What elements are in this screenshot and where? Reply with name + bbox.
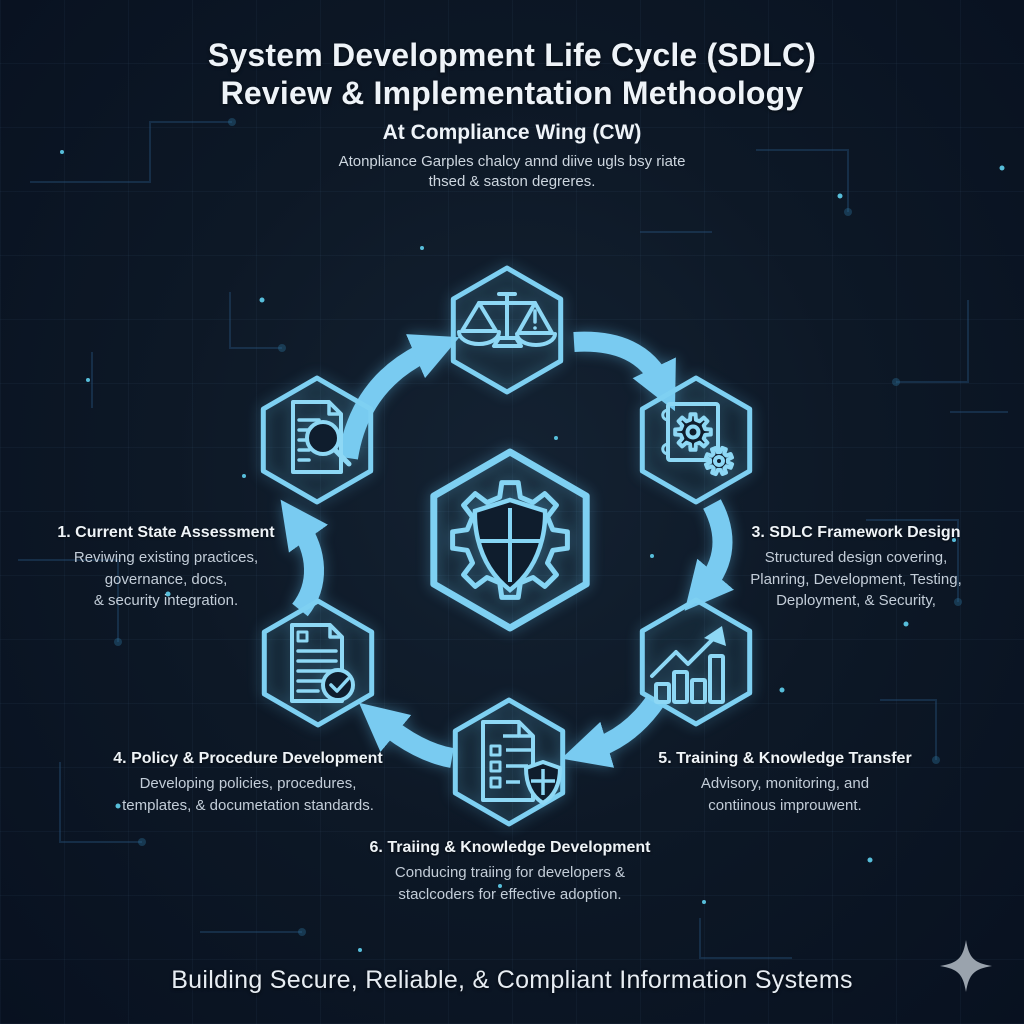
- page-subtitle: At Compliance Wing (CW): [382, 121, 642, 144]
- arrow-topright-to-right: [684, 499, 734, 611]
- step-body-line: Conducing traiing for developers &: [394, 864, 626, 881]
- step-body-line: Structured design covering,: [764, 549, 948, 566]
- blueprint-gears-icon: [661, 402, 735, 477]
- glow-dots: [60, 150, 1005, 952]
- step-body: Advisory, monitoring, and contiinous imp…: [642, 773, 928, 816]
- step-body-line: & security integration.: [93, 592, 239, 609]
- step-body-line: governance, docs,: [104, 570, 228, 588]
- step-body-line: Developing policies, procedures,: [139, 775, 357, 792]
- step-body: Structured design covering, Planring, De…: [722, 547, 990, 612]
- step-body-line: contiinous improuwent.: [708, 796, 862, 814]
- footer-tagline: Building Secure, Reliable, & Compliant I…: [171, 966, 853, 994]
- step-body: Conducing traiing for developers & stacl…: [352, 862, 668, 905]
- gear-shield-icon: [450, 480, 570, 600]
- scales-warning-icon: [457, 292, 557, 348]
- circuit-traces: [18, 121, 1008, 959]
- step-body: Developing policies, procedures, templat…: [100, 773, 396, 816]
- step-training-knowledge-development: 6. Traiing & Knowledge Development Condu…: [352, 839, 668, 905]
- step-title: 1. Current State Assessment: [57, 524, 275, 541]
- step-body-line: templates, & documetation standards.: [122, 796, 374, 814]
- step-body-line: staclcoders for effective adoption.: [398, 885, 622, 903]
- step-body-line: Reviwing existing practices,: [73, 549, 259, 566]
- checklist-shield-icon: [481, 720, 562, 805]
- header-tagline-line1: Atonpliance Garples chalcy annd diive ug…: [338, 153, 686, 170]
- cycle-arrows: [280, 331, 734, 768]
- step-title: 3. SDLC Framework Design: [751, 524, 961, 541]
- step-body-line: Advisory, monitoring, and: [700, 775, 870, 792]
- step-body-line: Planring, Development, Testing,: [750, 570, 962, 588]
- document-search-icon: [291, 400, 352, 474]
- step-policy-procedure-development: 4. Policy & Procedure Development Develo…: [100, 750, 396, 816]
- step-sdlc-framework-design: 3. SDLC Framework Design Structured desi…: [722, 524, 990, 612]
- header-tagline-line2: thsed & saston degreres.: [428, 173, 596, 190]
- step-body: Reviwing existing practices, governance,…: [38, 547, 294, 612]
- step-body-line: Deployment, & Security,: [776, 592, 936, 609]
- step-training-knowledge-transfer: 5. Training & Knowledge Transfer Advisor…: [642, 750, 928, 816]
- arrow-top-to-topright: [573, 331, 676, 412]
- step-title: 4. Policy & Procedure Development: [113, 750, 383, 767]
- step-title: 6. Traiing & Knowledge Development: [369, 839, 651, 856]
- arrow-left-to-top: [338, 334, 460, 460]
- step-title: 5. Training & Knowledge Transfer: [658, 750, 912, 767]
- header: System Development Life Cycle (SDLC) Rev…: [0, 36, 1024, 192]
- circuit-node-dots: [114, 118, 962, 936]
- arrow-left-to-topleft: [280, 499, 328, 617]
- arrow-bottom-to-left: [358, 702, 455, 768]
- page-title-line1: System Development Life Cycle (SDLC): [207, 37, 817, 73]
- arrow-right-to-bottom: [561, 694, 665, 768]
- growth-chart-icon: [650, 626, 726, 704]
- header-tagline: Atonpliance Garples chalcy annd diive ug…: [0, 152, 1024, 192]
- approved-document-icon: [290, 623, 355, 703]
- step-current-state-assessment: 1. Current State Assessment Reviwing exi…: [38, 524, 294, 612]
- sparkle-icon: [940, 940, 992, 992]
- page-title-line2: Review & Implementation Methoology: [220, 75, 804, 111]
